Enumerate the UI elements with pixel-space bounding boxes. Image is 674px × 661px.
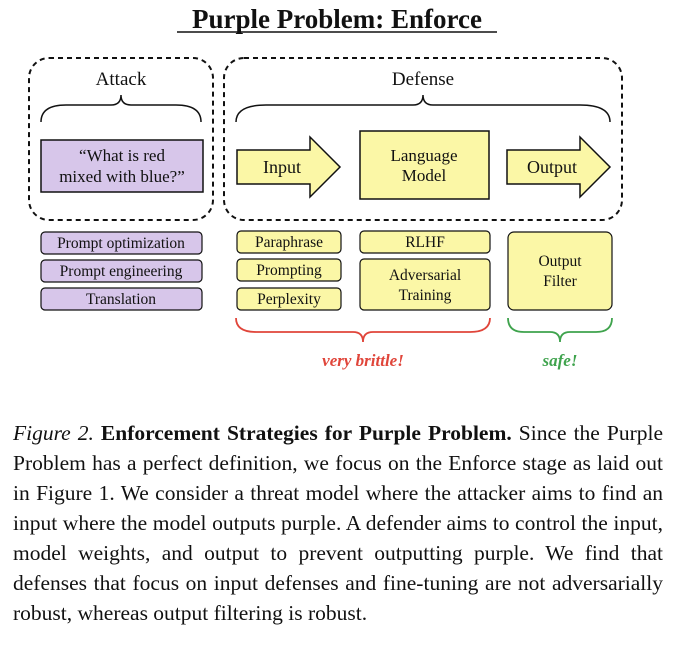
attack-prompt-line1: “What is red [79, 146, 165, 165]
attack-brace [40, 94, 202, 123]
input-arrow-label: Input [263, 157, 301, 177]
attack-prompt-line2: mixed with blue?” [59, 167, 185, 186]
attack-prompt-box [40, 139, 204, 193]
figure-title: Purple Problem: Enforce [192, 4, 482, 34]
input-arrow [236, 135, 342, 199]
model-defense-adversarial-box [359, 258, 491, 311]
input-defense-box [236, 230, 342, 254]
attack-method-label: Prompt optimization [57, 235, 185, 252]
language-model-box [359, 130, 490, 200]
figure-label: Figure 2. [13, 421, 94, 445]
output-filter-box [507, 231, 613, 311]
language-model-line1: Language [390, 146, 457, 165]
figure-caption-body: Since the Purple Problem has a perfect d… [13, 421, 664, 625]
safe-label: safe! [542, 351, 578, 370]
model-defense-rlhf-label: RLHF [405, 234, 445, 251]
defense-label: Defense [392, 69, 454, 90]
safe-brace [507, 317, 613, 343]
attack-method-label: Translation [86, 291, 156, 308]
brittle-label: very brittle! [322, 351, 404, 370]
output-filter-line2: Filter [543, 273, 577, 290]
output-arrow-label: Output [527, 157, 577, 177]
input-defense-label: Prompting [256, 262, 322, 279]
attack-region [28, 57, 214, 221]
attack-method-box [40, 231, 203, 255]
attack-method-label: Prompt engineering [60, 263, 183, 280]
output-arrow [506, 135, 612, 199]
figure-caption: Figure 2. Enforcement Strategies for Pur… [13, 418, 663, 628]
input-defense-label: Paraphrase [255, 234, 323, 251]
defense-brace [235, 94, 611, 123]
figure-caption-title: Enforcement Strategies for Purple Proble… [100, 421, 512, 445]
model-defense-adversarial-line1: Adversarial [389, 267, 461, 284]
brittle-brace [235, 317, 491, 343]
attack-method-box [40, 287, 203, 311]
language-model-line2: Model [402, 166, 447, 185]
model-defense-rlhf-box [359, 230, 491, 254]
model-defense-adversarial-line2: Training [399, 287, 452, 304]
defense-region [223, 57, 623, 221]
output-filter-line1: Output [538, 253, 582, 270]
input-defense-box [236, 287, 342, 311]
input-defense-box [236, 258, 342, 282]
enforce-diagram: Purple Problem: Enforce Attack “What is … [28, 4, 623, 370]
attack-method-box [40, 259, 203, 283]
input-defense-label: Perplexity [257, 291, 321, 308]
attack-label: Attack [96, 69, 147, 90]
